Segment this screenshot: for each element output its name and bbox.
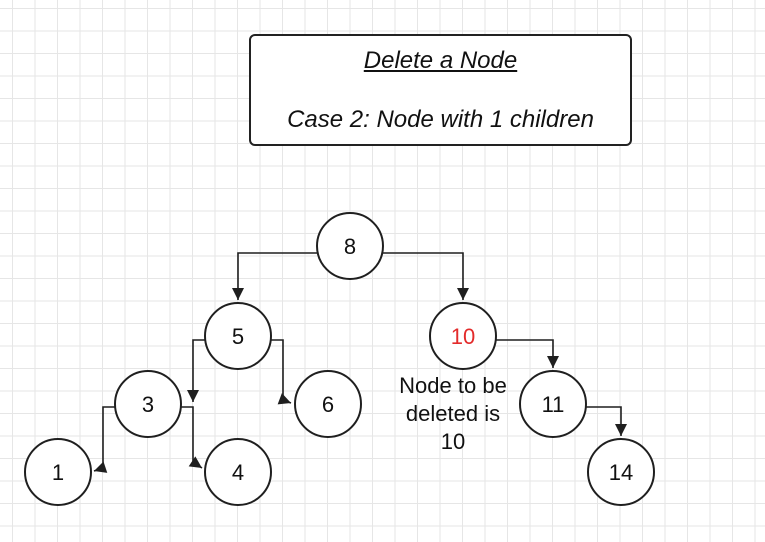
delete-note-line-2: deleted is xyxy=(405,401,501,426)
edge-5-to-6 xyxy=(271,339,292,405)
arrowhead-icon xyxy=(232,288,244,300)
tree-node-8: 8 xyxy=(316,212,384,280)
edges-layer xyxy=(93,252,627,473)
edge-11-to-14 xyxy=(586,406,627,436)
tree-node-4: 4 xyxy=(204,438,272,506)
edge-8-to-10 xyxy=(383,252,469,300)
edge-3-to-4 xyxy=(181,406,203,469)
tree-node-5: 5 xyxy=(204,302,272,370)
edge-5-to-3 xyxy=(187,339,205,402)
edge-line xyxy=(271,339,292,404)
delete-note: Node to be deleted is 10 xyxy=(378,372,528,456)
node-circle xyxy=(587,438,655,506)
arrowhead-icon xyxy=(547,356,559,368)
edge-line xyxy=(181,406,203,469)
node-label: 4 xyxy=(232,460,244,485)
node-label: 8 xyxy=(344,234,356,259)
tree-node-14: 14 xyxy=(587,438,655,506)
tree-node-1: 1 xyxy=(24,438,92,506)
edge-line xyxy=(192,339,205,402)
tree-node-10: 10 xyxy=(429,302,497,370)
arrowhead-icon xyxy=(615,424,627,436)
edge-line xyxy=(93,406,115,472)
edge-line xyxy=(586,406,622,436)
node-circle xyxy=(204,302,272,370)
edge-3-to-1 xyxy=(93,406,115,473)
node-circle xyxy=(316,212,384,280)
arrowhead-icon xyxy=(187,390,199,402)
edge-line xyxy=(383,252,464,300)
tree-node-3: 3 xyxy=(114,370,182,438)
edge-10-to-11 xyxy=(496,339,559,368)
node-label: 10 xyxy=(451,324,475,349)
node-circle xyxy=(294,370,362,438)
node-circle xyxy=(429,302,497,370)
node-label: 6 xyxy=(322,392,334,417)
arrowhead-icon xyxy=(277,393,291,405)
edge-8-to-5 xyxy=(232,252,317,300)
diagram-subheading: Case 2: Node with 1 children xyxy=(287,106,594,133)
node-label: 11 xyxy=(542,392,565,417)
node-label: 3 xyxy=(142,392,154,417)
arrowhead-icon xyxy=(94,461,108,473)
node-label: 5 xyxy=(232,324,244,349)
edge-line xyxy=(496,339,554,368)
diagram-heading: Delete a Node xyxy=(363,47,518,74)
arrowhead-icon xyxy=(188,456,202,468)
node-label: 14 xyxy=(609,460,633,485)
node-label: 1 xyxy=(52,460,64,485)
tree-node-11: 11 xyxy=(519,370,587,438)
node-circle xyxy=(519,370,587,438)
edge-line xyxy=(237,252,317,300)
node-circle xyxy=(114,370,182,438)
title-box: Delete a Node Case 2: Node with 1 childr… xyxy=(249,34,632,146)
node-circle xyxy=(204,438,272,506)
arrowhead-icon xyxy=(457,288,469,300)
delete-note-line-1: Node to be xyxy=(399,373,507,398)
delete-note-line-3: 10 xyxy=(440,429,466,454)
node-circle xyxy=(24,438,92,506)
tree-node-6: 6 xyxy=(294,370,362,438)
